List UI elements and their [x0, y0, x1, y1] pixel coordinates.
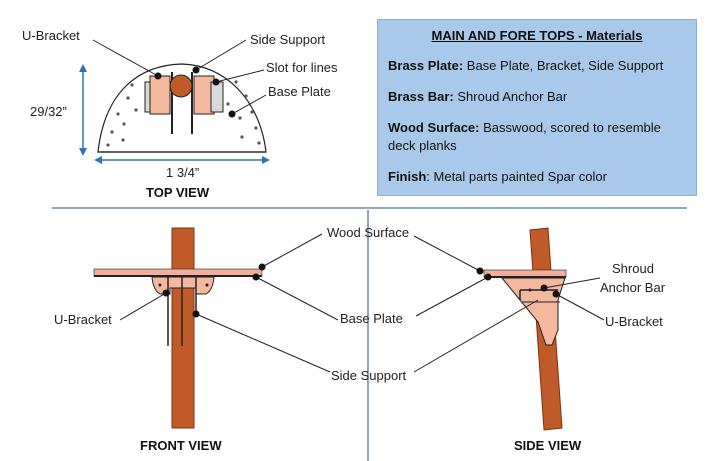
front-u-bracket-label: U-Bracket [54, 312, 112, 327]
top-platform-outline [97, 63, 267, 153]
materials-row-label: Brass Bar: [388, 89, 454, 104]
materials-row-text: Basswood, scored to resemble deck planks [388, 120, 661, 153]
shroud-label-line2: Anchor Bar [600, 280, 666, 295]
shroud-label-line1: Shroud [612, 261, 654, 276]
materials-row-text: Base Plate, Bracket, Side Support [466, 58, 664, 73]
side-view: Shroud Anchor Bar U-Bracket SIDE VIEW [413, 227, 666, 453]
materials-row-finish: Finish: Metal parts painted Spar color [388, 168, 686, 186]
side-u-bracket [500, 277, 566, 346]
materials-row-label: Brass Plate: [388, 58, 464, 73]
materials-row-label: Wood Surface: [388, 120, 480, 135]
side-view-title: SIDE VIEW [514, 438, 582, 453]
top-side-support-label: Side Support [250, 32, 326, 47]
base-plate-label: Base Plate [340, 311, 403, 326]
materials-row-brass-plate: Brass Plate: Base Plate, Bracket, Side S… [388, 57, 686, 75]
wood-surface-label: Wood Surface [327, 225, 409, 240]
width-dimension-label: 1 3/4” [166, 165, 199, 180]
materials-row-text: : Metal parts painted Spar color [426, 169, 607, 184]
top-u-bracket-label: U-Bracket [22, 28, 80, 43]
top-side-support-right [210, 81, 224, 113]
front-wood-surface [93, 268, 263, 277]
top-bracket-left [149, 75, 171, 115]
front-view-title: FRONT VIEW [140, 438, 222, 453]
side-wood-surface [483, 269, 567, 278]
front-view: U-Bracket Wood Surface Base Plate Side S… [54, 225, 409, 453]
side-support-label: Side Support [331, 368, 407, 383]
top-view-title: TOP VIEW [146, 185, 210, 200]
slot-for-lines-label: Slot for lines [266, 60, 338, 75]
materials-panel: MAIN AND FORE TOPS - Materials Brass Pla… [377, 19, 697, 196]
materials-row-text: Shroud Anchor Bar [457, 89, 568, 104]
materials-title: MAIN AND FORE TOPS - Materials [431, 28, 643, 43]
top-view: U-Bracket Side Support Slot for lines Ba… [22, 28, 338, 200]
height-dimension-label: 29/32” [30, 104, 67, 119]
top-mast-section [169, 74, 193, 98]
top-base-plate-label: Base Plate [268, 84, 331, 99]
materials-row-label: Finish [388, 169, 427, 184]
front-mast [171, 227, 195, 429]
rivet-dots [106, 80, 261, 147]
side-u-bracket-label: U-Bracket [605, 314, 663, 329]
materials-row-brass-bar: Brass Bar: Shroud Anchor Bar [388, 88, 686, 106]
materials-row-wood-surface: Wood Surface: Basswood, scored to resemb… [388, 119, 686, 155]
